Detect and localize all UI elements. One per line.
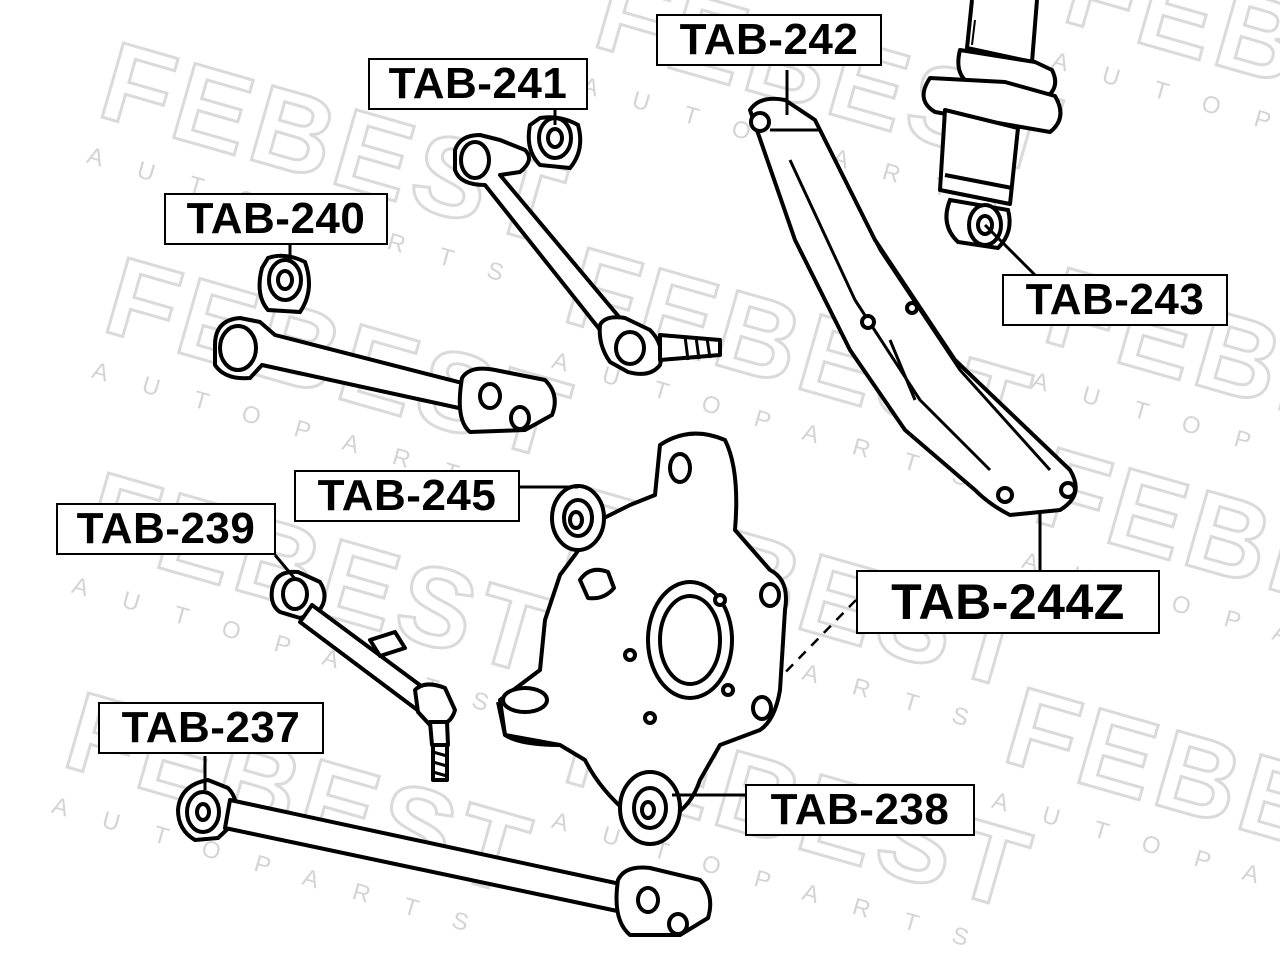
tab-244z-leader-dashed (767, 599, 857, 691)
tab-245-bushing (550, 484, 606, 552)
tab-241-link (453, 133, 722, 376)
tab-245-label: TAB-245 (294, 470, 520, 522)
tab-239-label: TAB-239 (56, 503, 276, 555)
tab-244z-label: TAB-244Z (856, 570, 1160, 634)
tab-239-leader (273, 554, 298, 581)
tab-240-label: TAB-240 (164, 193, 388, 245)
tab-238-bushing (618, 770, 682, 846)
tab-242-label: TAB-242 (656, 14, 882, 66)
tab-240-link (213, 316, 557, 434)
lower-control-arm (748, 96, 1078, 517)
tab-243-label: TAB-243 (1002, 274, 1228, 326)
steering-knuckle (496, 431, 788, 822)
tab-243-leader (983, 223, 1042, 282)
tab-241-label: TAB-241 (368, 58, 588, 110)
tab-240-bushing (257, 253, 311, 315)
tab-237-label: TAB-237 (98, 702, 324, 754)
tab-237-link (176, 778, 713, 937)
tab-238-label: TAB-238 (745, 784, 975, 836)
shock-absorber (921, 0, 1063, 206)
